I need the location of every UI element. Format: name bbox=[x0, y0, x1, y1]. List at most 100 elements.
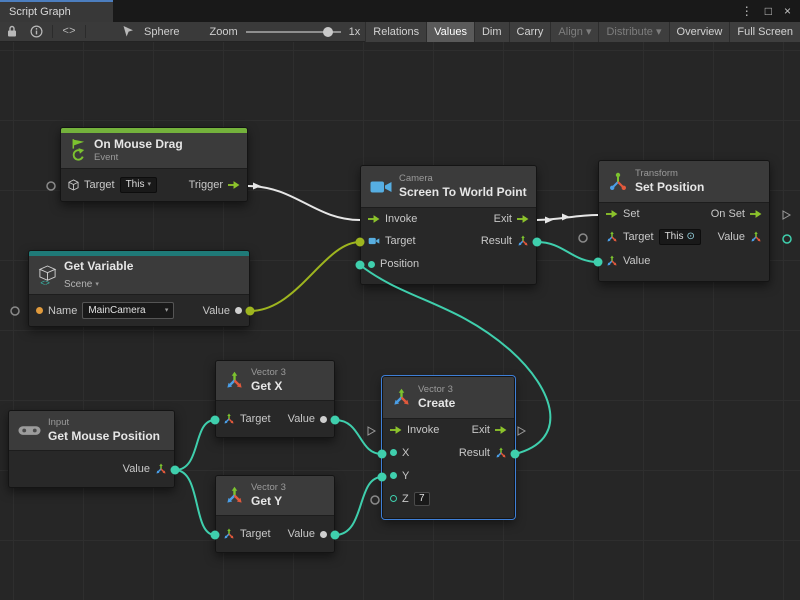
tab-script-graph[interactable]: Script Graph bbox=[0, 0, 113, 22]
edit-source-icon[interactable]: <> bbox=[62, 25, 76, 38]
port-row: X Result bbox=[383, 441, 514, 464]
node-on-mouse-drag[interactable]: On Mouse Drag Event Target This ▾ bbox=[60, 127, 248, 202]
port-setposition-value-out[interactable] bbox=[782, 234, 792, 244]
node-vector3-create[interactable]: Vector 3 Create Invoke Exit bbox=[382, 376, 515, 519]
toolbar-button-align[interactable]: Align ▾ bbox=[550, 21, 599, 42]
variable-scope-dropdown[interactable]: Scene ▾ bbox=[64, 279, 99, 290]
port-row: Target This ⊙ Value bbox=[599, 225, 769, 249]
wire-getx-to-create-x[interactable] bbox=[334, 419, 383, 455]
variable-name-dropdown[interactable]: MainCamera ▾ bbox=[82, 302, 175, 319]
vector3-icon bbox=[225, 371, 244, 390]
vector3-type-icon bbox=[223, 413, 235, 425]
node-screen-to-world-point[interactable]: Camera Screen To World Point Invoke Exit bbox=[360, 165, 537, 285]
float-port-dot bbox=[320, 530, 327, 538]
control-arrow-icon bbox=[228, 180, 240, 190]
port-label-exit: Exit bbox=[471, 424, 490, 436]
wire-mouse-to-gety[interactable] bbox=[174, 469, 216, 536]
toolbar-button-distribute[interactable]: Distribute ▾ bbox=[598, 21, 669, 42]
zoom-slider[interactable] bbox=[245, 22, 341, 42]
node-get-variable[interactable]: <> Get Variable Scene ▾ Name Ma bbox=[28, 250, 250, 327]
port-row: Y bbox=[383, 464, 514, 487]
port-row: Target Value bbox=[216, 516, 334, 552]
float-port-dot bbox=[390, 449, 397, 456]
wire-trigger-to-invoke[interactable] bbox=[247, 185, 361, 221]
port-row: Value bbox=[9, 451, 174, 487]
graph-target-label[interactable]: Sphere bbox=[144, 25, 180, 38]
port-label-value: Value bbox=[287, 528, 315, 540]
graph-canvas[interactable]: On Mouse Drag Event Target This ▾ bbox=[0, 42, 800, 600]
port-row: Name MainCamera ▾ Value bbox=[29, 295, 249, 326]
toolbar-button-fullscreen[interactable]: Full Screen bbox=[729, 21, 800, 42]
port-label-target: Target bbox=[623, 231, 654, 243]
node-get-mouse-position[interactable]: Input Get Mouse Position Value bbox=[8, 410, 175, 488]
camera-type-icon bbox=[368, 237, 380, 245]
wire-mouse-to-getx[interactable] bbox=[174, 419, 216, 471]
node-title: Create bbox=[418, 395, 456, 410]
port-variable-name-in[interactable] bbox=[10, 306, 20, 316]
port-create-z-in[interactable] bbox=[370, 495, 380, 505]
toolbar-button-relations[interactable]: Relations bbox=[365, 21, 427, 42]
node-vector3-get-y[interactable]: Vector 3 Get Y Target Value bbox=[215, 475, 335, 553]
window-maximize-button[interactable]: □ bbox=[764, 4, 772, 18]
target-this-picker[interactable]: This ⊙ bbox=[658, 229, 701, 245]
port-setposition-target-in[interactable] bbox=[578, 233, 588, 243]
vector3-type-icon bbox=[606, 231, 618, 243]
zoom-slider-track[interactable] bbox=[245, 30, 341, 33]
window-menu-button[interactable]: ⋮ bbox=[740, 4, 753, 18]
port-label-z: Z bbox=[402, 492, 409, 505]
float-port-dot bbox=[390, 472, 397, 479]
port-label-set: Set bbox=[623, 208, 640, 220]
node-title: Get Y bbox=[251, 493, 283, 508]
control-arrow-icon bbox=[606, 209, 618, 219]
float-port-dot bbox=[320, 415, 327, 423]
toolbar-button-dim[interactable]: Dim bbox=[473, 21, 509, 42]
toolbar-button-carry[interactable]: Carry bbox=[508, 21, 551, 42]
zoom-label: Zoom bbox=[209, 25, 238, 38]
node-title: Get Variable bbox=[64, 258, 134, 273]
string-port-dot bbox=[36, 307, 43, 314]
port-row: Target Value bbox=[216, 401, 334, 437]
port-row: Target Result bbox=[361, 230, 536, 252]
chevron-down-icon: ▾ bbox=[95, 281, 99, 288]
vector3-type-icon bbox=[223, 528, 235, 540]
chevron-down-icon: ▾ bbox=[164, 306, 169, 314]
graph-pointer-icon bbox=[116, 22, 140, 42]
lock-icon[interactable] bbox=[0, 22, 24, 42]
node-title: Get X bbox=[251, 378, 283, 393]
wire-gety-to-create-y[interactable] bbox=[334, 476, 383, 536]
vector3-icon bbox=[225, 486, 244, 505]
camera-icon bbox=[370, 180, 392, 194]
variable-accent-bar bbox=[29, 251, 249, 256]
z-value-input[interactable]: 7 bbox=[413, 491, 430, 506]
port-label-invoke: Invoke bbox=[385, 213, 418, 225]
node-title: Get Mouse Position bbox=[48, 428, 161, 443]
node-category: Vector 3 bbox=[418, 384, 453, 396]
flow-arrow-icon bbox=[545, 216, 553, 224]
port-label-trigger: Trigger bbox=[188, 179, 223, 191]
port-event-target-in[interactable] bbox=[46, 181, 56, 191]
toolbar-button-overview[interactable]: Overview bbox=[668, 21, 730, 42]
port-label-value-out: Value bbox=[717, 231, 745, 243]
zoom-slider-handle[interactable] bbox=[322, 26, 333, 37]
object-picker-icon: ⊙ bbox=[686, 231, 695, 242]
port-row: Z 7 bbox=[383, 487, 514, 510]
port-label-target: Target bbox=[385, 235, 416, 247]
port-on-set-out[interactable] bbox=[782, 210, 792, 220]
wire-exit-to-set[interactable] bbox=[536, 214, 599, 221]
chip-value: This bbox=[125, 179, 145, 190]
window-close-button[interactable]: × bbox=[783, 4, 791, 18]
toolbar-button-values[interactable]: Values bbox=[426, 21, 474, 42]
node-category: Vector 3 bbox=[251, 482, 286, 494]
float-port-dot bbox=[390, 495, 397, 502]
node-vector3-get-x[interactable]: Vector 3 Get X Target Value bbox=[215, 360, 335, 438]
port-create-invoke-in[interactable] bbox=[367, 426, 377, 436]
node-set-position[interactable]: Transform Set Position Set On Set bbox=[598, 160, 770, 282]
wire-variable-to-camera-target[interactable] bbox=[249, 241, 361, 312]
port-create-exit-out[interactable] bbox=[517, 426, 527, 436]
scope-value: Scene bbox=[64, 278, 93, 290]
vector3-type-icon bbox=[517, 235, 529, 247]
target-this-dropdown[interactable]: This ▾ bbox=[119, 177, 157, 193]
control-arrow-icon bbox=[517, 214, 529, 224]
wire-result-to-set-value[interactable] bbox=[536, 241, 599, 263]
info-icon[interactable] bbox=[24, 22, 48, 42]
